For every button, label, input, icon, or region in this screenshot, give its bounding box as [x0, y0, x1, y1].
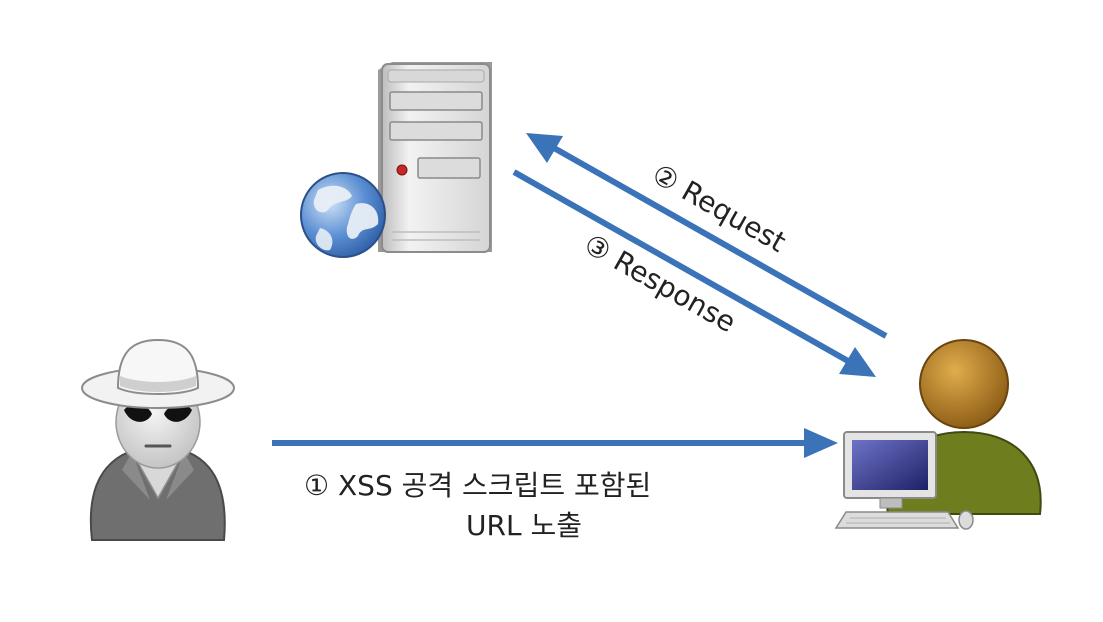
arrow-step2-request [526, 133, 888, 339]
globe-icon [300, 172, 386, 258]
attacker-spy-icon [81, 338, 235, 541]
step1-label-line2: URL 노출 [466, 509, 582, 542]
step1-label-line1: ① XSS 공격 스크립트 포함된 [304, 469, 651, 502]
arrow-step3-response [512, 169, 876, 377]
arrow-step1 [272, 428, 838, 458]
step3-response-label: ③ Response [579, 227, 742, 339]
user-computer-icon [834, 339, 1042, 530]
web-server-icon [378, 62, 492, 253]
